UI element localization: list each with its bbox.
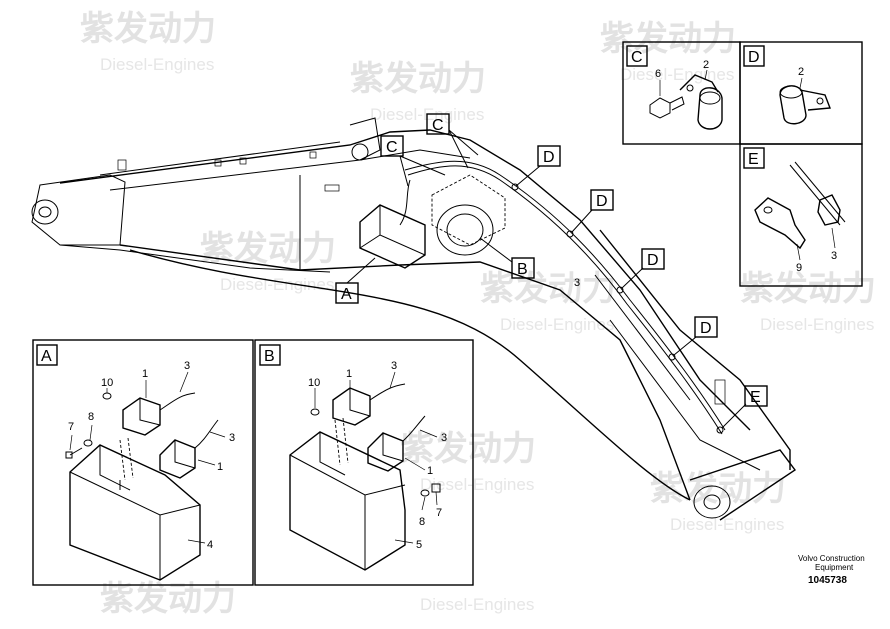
detail-D-panel: D [739,41,863,145]
callout-A-letter: A [341,286,352,303]
detail-A-title: A [41,348,52,365]
detail-E-part-9: 9 [796,262,802,274]
detail-A-panel: A [32,339,254,586]
watermark-sub: Diesel-Engines [760,315,874,334]
detail-B-panel: B [254,339,474,586]
watermark-brand: 紫发动力 [650,469,786,509]
watermark-sub: Diesel-Engines [670,515,784,534]
detail-D-title: D [748,49,760,66]
footer-company: Volvo Construction [798,554,865,563]
drawing-number: 1045738 [808,575,847,586]
watermark-brand: 紫发动力 [200,229,336,269]
detail-A-part-3: 3 [229,432,235,444]
detail-C-part-6: 6 [655,68,661,80]
watermark-brand: 紫发动力 [80,9,216,49]
callout-E: E [721,385,768,429]
detail-A-part-8: 8 [88,411,94,423]
callout-D-1: D [515,145,561,187]
detail-E-panel: E [739,143,863,287]
callout-D-letter: D [647,252,659,269]
watermark-sub: Diesel-Engines [500,315,614,334]
callout-D-2: D [571,189,614,233]
detail-B-part-1: 1 [427,465,433,477]
detail-D-part-2: 2 [798,66,804,78]
part-label-3: 3 [574,277,580,289]
detail-A-part-1: 1 [142,368,148,380]
detail-B-part-1: 1 [346,368,352,380]
watermark-sub: Diesel-Engines [220,275,334,294]
detail-A-part-10: 10 [101,377,113,389]
footer-company-line2: Equipment [815,563,854,572]
watermark-brand: 紫发动力 [740,269,876,309]
detail-A-part-4: 4 [207,539,213,551]
watermark-brand: 紫发动力 [600,19,736,59]
detail-B-part-3: 3 [391,360,397,372]
callout-D-3: D [621,248,665,289]
callout-B: B [479,237,535,279]
detail-B-part-8: 8 [419,516,425,528]
watermark-sub: Diesel-Engines [420,595,534,614]
detail-C-title: C [631,49,643,66]
watermark-brand: 紫发动力 [400,429,536,469]
detail-B-title: B [264,348,275,365]
callout-C-letter: C [386,139,398,156]
callout-D-4: D [673,316,718,356]
detail-A-part-1: 1 [217,461,223,473]
callout-C-letter: C [432,117,444,134]
detail-B-part-10: 10 [308,377,320,389]
detail-E-title: E [748,151,759,168]
detail-B-part-5: 5 [416,539,422,551]
watermark-brand: 紫发动力 [480,269,616,309]
callout-C-2: C [426,113,479,169]
detail-A-part-7: 7 [68,421,74,433]
watermark-sub: Diesel-Engines [100,55,214,74]
watermark-sub: Diesel-Engines [420,475,534,494]
boom-assembly [31,117,797,521]
callout-C-1: C [380,135,446,187]
callout-D-letter: D [543,149,555,166]
watermark-sub: Diesel-Engines [620,65,734,84]
detail-A-part-3: 3 [184,360,190,372]
callout-E-letter: E [750,389,761,406]
detail-B-part-7: 7 [436,507,442,519]
detail-C-part-2: 2 [703,59,709,71]
detail-E-part-3: 3 [831,250,837,262]
watermark-brand: 紫发动力 [350,59,486,99]
callout-D-letter: D [700,320,712,337]
footer-block: Volvo Construction Equipment 1045738 [798,554,865,586]
callout-A: A [335,257,376,304]
callout-D-letter: D [596,193,608,210]
callout-B-letter: B [517,261,528,278]
detail-B-part-3: 3 [441,432,447,444]
